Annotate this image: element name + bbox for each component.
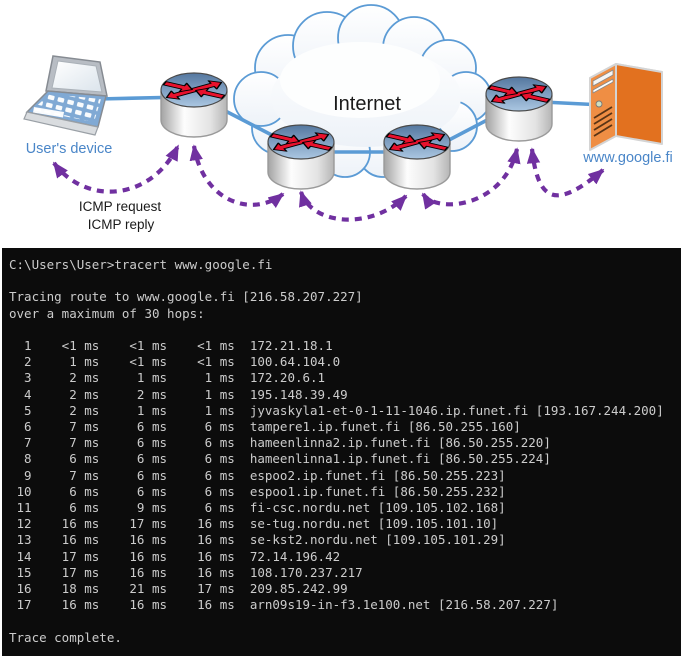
network-diagram: Internet User's device www.google.fi ICM… bbox=[23, 4, 673, 232]
hop-line: 3 2 ms 1 ms 1 ms 172.20.6.1 bbox=[9, 370, 326, 386]
hop-line: 6 7 ms 6 ms 6 ms tampere1.ip.funet.fi [8… bbox=[9, 419, 521, 434]
router1-icon bbox=[160, 72, 228, 138]
server-icon bbox=[589, 63, 663, 151]
terminal-blank-line bbox=[9, 273, 681, 289]
terminal-blank-line bbox=[9, 613, 681, 629]
terminal-blank-line bbox=[9, 322, 681, 338]
icmp-arc-router1-router2 bbox=[189, 144, 285, 209]
laptop-icon bbox=[23, 55, 108, 136]
hop-line: 13 16 ms 16 ms 16 ms se-kst2.nordu.net [… bbox=[9, 532, 506, 548]
router2-icon bbox=[267, 124, 335, 190]
hop-line: 4 2 ms 2 ms 1 ms 195.148.39.49 bbox=[9, 386, 348, 402]
hop-line: 8 6 ms 6 ms 6 ms hameenlinna1.ip.funet.f… bbox=[9, 451, 551, 467]
router3-icon bbox=[383, 124, 451, 190]
icmp-arc-device-router1 bbox=[52, 144, 180, 194]
internet-label: Internet bbox=[333, 93, 401, 115]
icmp-reply-label: ICMP reply bbox=[88, 217, 155, 232]
hop-line: 11 6 ms 9 ms 6 ms fi-csc.nordu.net [109.… bbox=[9, 500, 506, 516]
hop-line: 5 2 ms 1 ms 1 ms jyvaskyla1-et-0-1-11-10… bbox=[9, 402, 664, 418]
hop-line: 15 17 ms 16 ms 16 ms 108.170.237.217 bbox=[9, 564, 363, 580]
hop-line: 12 16 ms 17 ms 16 ms se-tug.nordu.net [1… bbox=[9, 516, 499, 532]
icmp-arc-router4-server bbox=[526, 147, 605, 198]
terminal-maxhops-line: over a maximum of 30 hops: bbox=[9, 305, 205, 321]
hop-line: 1 <1 ms <1 ms <1 ms 172.21.18.1 bbox=[9, 337, 333, 353]
terminal-tracing-line: Tracing route to www.google.fi [216.58.2… bbox=[9, 289, 363, 305]
hop-line: 2 1 ms <1 ms <1 ms 100.64.104.0 bbox=[9, 354, 341, 370]
hop-line: 7 7 ms 6 ms 6 ms hameenlinna2.ip.funet.f… bbox=[9, 435, 551, 451]
router4-icon bbox=[485, 76, 553, 142]
icmp-arrows bbox=[52, 144, 605, 222]
icmp-request-label: ICMP request bbox=[79, 199, 162, 214]
terminal-prompt-line: C:\Users\User>tracert www.google.fi bbox=[9, 257, 273, 272]
icmp-arc-router3-router4 bbox=[421, 147, 521, 210]
hop-line: 9 7 ms 6 ms 6 ms espoo2.ip.funet.fi [86.… bbox=[9, 467, 506, 483]
hop-line: 17 16 ms 16 ms 16 ms arn09s19-in-f3.1e10… bbox=[9, 597, 559, 613]
device-label: User's device bbox=[26, 141, 113, 157]
hop-line: 16 18 ms 21 ms 17 ms 209.85.242.99 bbox=[9, 581, 348, 597]
hop-line: 14 17 ms 16 ms 16 ms 72.14.196.42 bbox=[9, 548, 341, 564]
icmp-arc-router2-router3 bbox=[299, 190, 408, 222]
hop-line: 10 6 ms 6 ms 6 ms espoo1.ip.funet.fi [86… bbox=[9, 483, 506, 499]
terminal-complete-line: Trace complete. bbox=[9, 629, 122, 645]
server-label: www.google.fi bbox=[582, 150, 672, 166]
